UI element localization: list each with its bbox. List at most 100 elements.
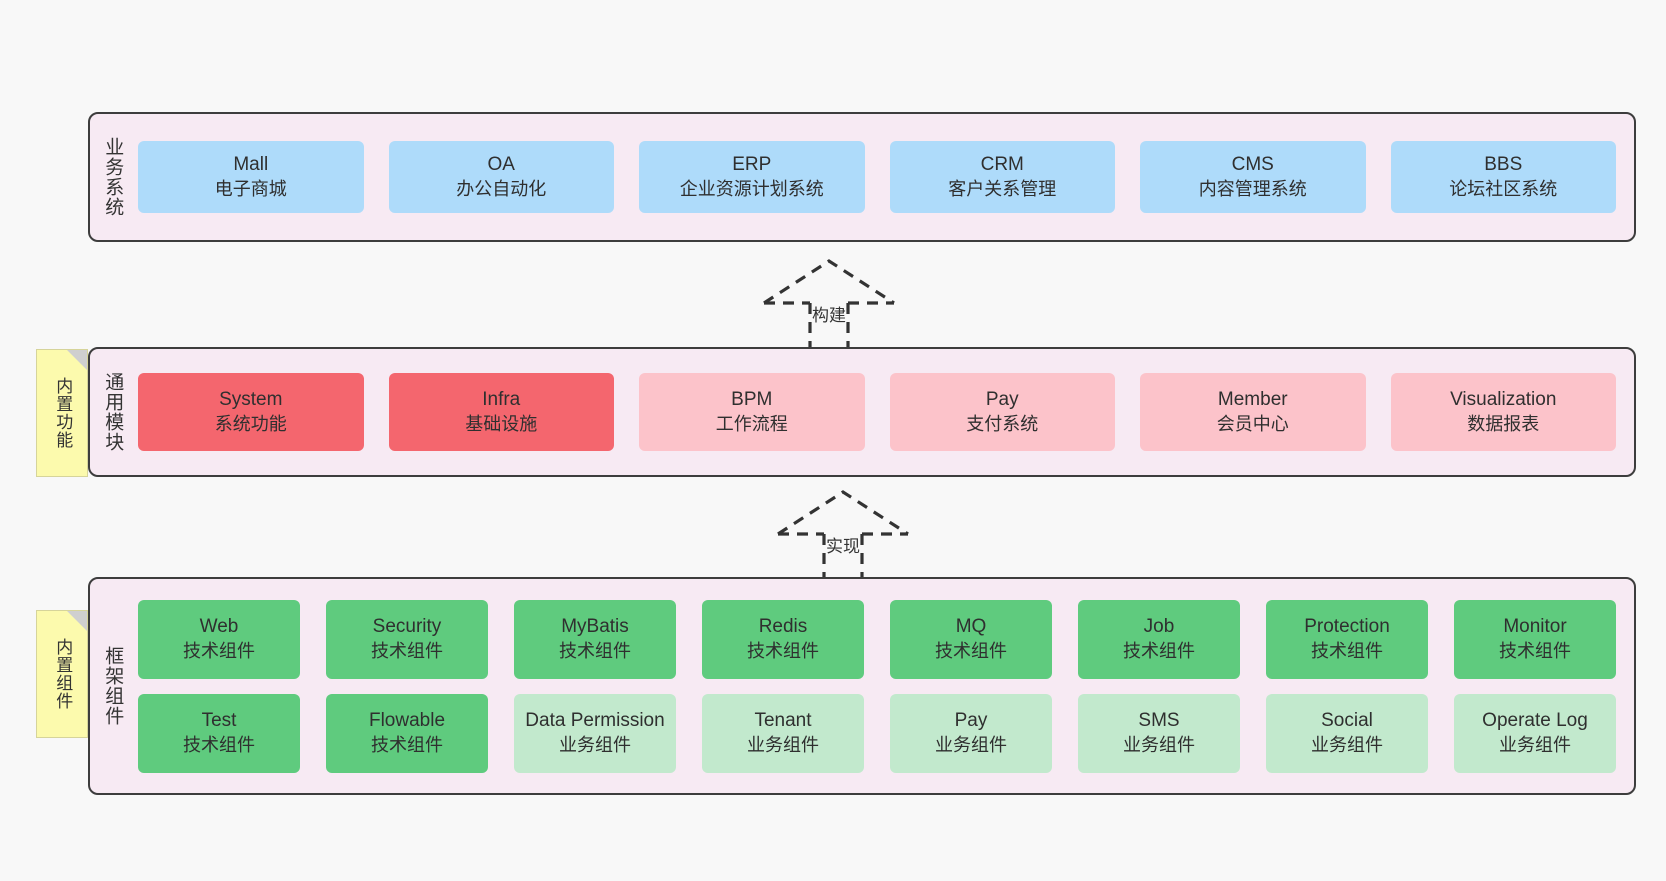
node-subtitle: 数据报表 bbox=[1467, 413, 1540, 434]
node-subtitle: 业务组件 bbox=[1499, 734, 1571, 755]
note-builtin-feature[interactable]: 内置功能 bbox=[36, 349, 88, 477]
node-subtitle: 技术组件 bbox=[747, 640, 819, 661]
node-subtitle: 企业资源计划系统 bbox=[679, 178, 824, 199]
layer-label-business: 业务系统 bbox=[102, 137, 124, 217]
node-subtitle: 技术组件 bbox=[1311, 640, 1383, 661]
node-member[interactable]: Member 会员中心 bbox=[1140, 373, 1366, 451]
cell-row: Mall 电子商城 OA 办公自动化 ERP 企业资源计划系统 CRM 客户关系… bbox=[138, 141, 1616, 213]
cell-row: Test 技术组件 Flowable 技术组件 Data Permission … bbox=[138, 693, 1616, 773]
node-subtitle: 技术组件 bbox=[183, 734, 255, 755]
node-title: Web bbox=[199, 616, 239, 638]
node-subtitle: 工作流程 bbox=[715, 413, 788, 434]
node-title: CRM bbox=[980, 154, 1024, 176]
node-subtitle: 业务组件 bbox=[747, 734, 819, 755]
node-cms[interactable]: CMS 内容管理系统 bbox=[1140, 141, 1366, 213]
relation-implement: 实现 bbox=[768, 488, 918, 588]
relation-label-build: 构建 bbox=[812, 306, 846, 325]
node-title: ERP bbox=[732, 154, 772, 176]
node-test[interactable]: Test 技术组件 bbox=[138, 693, 300, 773]
node-title: BBS bbox=[1484, 154, 1523, 176]
cell-row: System 系统功能 Infra 基础设施 BPM 工作流程 Pay 支付系统… bbox=[138, 373, 1616, 451]
node-web[interactable]: Web 技术组件 bbox=[138, 599, 300, 679]
node-subtitle: 业务组件 bbox=[1311, 734, 1383, 755]
node-protection[interactable]: Protection 技术组件 bbox=[1266, 599, 1428, 679]
node-data-permission[interactable]: Data Permission 业务组件 bbox=[514, 693, 676, 773]
node-title: Monitor bbox=[1503, 616, 1567, 638]
node-title: Security bbox=[372, 616, 442, 638]
node-title: Flowable bbox=[368, 710, 446, 732]
cell-row: Web 技术组件 Security 技术组件 MyBatis 技术组件 Redi… bbox=[138, 599, 1616, 679]
relation-build: 构建 bbox=[754, 257, 904, 357]
node-subtitle: 技术组件 bbox=[371, 640, 443, 661]
node-title: Social bbox=[1321, 710, 1373, 732]
node-mybatis[interactable]: MyBatis 技术组件 bbox=[514, 599, 676, 679]
node-title: Job bbox=[1143, 616, 1175, 638]
layer-cells-common: System 系统功能 Infra 基础设施 BPM 工作流程 Pay 支付系统… bbox=[134, 349, 1634, 475]
node-subtitle: 论坛社区系统 bbox=[1449, 178, 1558, 199]
node-title: Mall bbox=[233, 154, 269, 176]
note-builtin-component[interactable]: 内置组件 bbox=[36, 610, 88, 738]
node-title: SMS bbox=[1138, 710, 1180, 732]
node-subtitle: 系统功能 bbox=[214, 413, 287, 434]
node-title: BPM bbox=[731, 389, 773, 411]
node-social[interactable]: Social 业务组件 bbox=[1266, 693, 1428, 773]
node-flowable[interactable]: Flowable 技术组件 bbox=[326, 693, 488, 773]
node-tenant[interactable]: Tenant 业务组件 bbox=[702, 693, 864, 773]
node-title: Data Permission bbox=[525, 710, 665, 732]
node-subtitle: 技术组件 bbox=[559, 640, 631, 661]
node-crm[interactable]: CRM 客户关系管理 bbox=[889, 141, 1115, 213]
node-title: Protection bbox=[1304, 616, 1390, 638]
node-monitor[interactable]: Monitor 技术组件 bbox=[1454, 599, 1616, 679]
node-mall[interactable]: Mall 电子商城 bbox=[138, 141, 364, 213]
node-title: Visualization bbox=[1450, 389, 1557, 411]
node-subtitle: 业务组件 bbox=[1123, 734, 1195, 755]
node-system[interactable]: System 系统功能 bbox=[138, 373, 364, 451]
node-subtitle: 基础设施 bbox=[465, 413, 538, 434]
node-title: CMS bbox=[1231, 154, 1274, 176]
node-subtitle: 支付系统 bbox=[966, 413, 1039, 434]
node-job[interactable]: Job 技术组件 bbox=[1078, 599, 1240, 679]
layer-framework-components[interactable]: 框架组件 Web 技术组件 Security 技术组件 MyBatis 技术组件… bbox=[88, 577, 1636, 795]
node-title: System bbox=[219, 389, 283, 411]
node-title: Test bbox=[201, 710, 237, 732]
node-subtitle: 技术组件 bbox=[935, 640, 1007, 661]
node-subtitle: 电子商城 bbox=[214, 178, 287, 199]
layer-cells-business: Mall 电子商城 OA 办公自动化 ERP 企业资源计划系统 CRM 客户关系… bbox=[134, 114, 1634, 240]
node-sms[interactable]: SMS 业务组件 bbox=[1078, 693, 1240, 773]
node-title: Tenant bbox=[754, 710, 812, 732]
node-title: Redis bbox=[758, 616, 808, 638]
node-title: MQ bbox=[955, 616, 987, 638]
node-title: OA bbox=[487, 154, 515, 176]
layer-label-common: 通用模块 bbox=[102, 372, 124, 452]
node-subtitle: 业务组件 bbox=[935, 734, 1007, 755]
layer-common-modules[interactable]: 通用模块 System 系统功能 Infra 基础设施 BPM 工作流程 Pay… bbox=[88, 347, 1636, 477]
layer-cells-framework: Web 技术组件 Security 技术组件 MyBatis 技术组件 Redi… bbox=[134, 579, 1634, 793]
node-infra[interactable]: Infra 基础设施 bbox=[388, 373, 614, 451]
node-title: Infra bbox=[482, 389, 521, 411]
node-erp[interactable]: ERP 企业资源计划系统 bbox=[639, 141, 865, 213]
layer-label-framework: 框架组件 bbox=[102, 646, 124, 726]
node-subtitle: 内容管理系统 bbox=[1198, 178, 1307, 199]
node-visualization[interactable]: Visualization 数据报表 bbox=[1390, 373, 1616, 451]
node-pay-component[interactable]: Pay 业务组件 bbox=[890, 693, 1052, 773]
node-title: MyBatis bbox=[561, 616, 629, 638]
node-title: Operate Log bbox=[1482, 710, 1588, 732]
node-subtitle: 技术组件 bbox=[1499, 640, 1571, 661]
node-subtitle: 技术组件 bbox=[371, 734, 443, 755]
node-operate-log[interactable]: Operate Log 业务组件 bbox=[1454, 693, 1616, 773]
node-title: Pay bbox=[954, 710, 988, 732]
node-oa[interactable]: OA 办公自动化 bbox=[388, 141, 614, 213]
node-bpm[interactable]: BPM 工作流程 bbox=[639, 373, 865, 451]
node-bbs[interactable]: BBS 论坛社区系统 bbox=[1390, 141, 1616, 213]
node-title: Pay bbox=[985, 389, 1019, 411]
node-redis[interactable]: Redis 技术组件 bbox=[702, 599, 864, 679]
node-pay[interactable]: Pay 支付系统 bbox=[889, 373, 1115, 451]
node-subtitle: 技术组件 bbox=[1123, 640, 1195, 661]
node-security[interactable]: Security 技术组件 bbox=[326, 599, 488, 679]
node-mq[interactable]: MQ 技术组件 bbox=[890, 599, 1052, 679]
node-subtitle: 会员中心 bbox=[1216, 413, 1289, 434]
layer-business-systems[interactable]: 业务系统 Mall 电子商城 OA 办公自动化 ERP 企业资源计划系统 CRM… bbox=[88, 112, 1636, 242]
node-title: Member bbox=[1217, 389, 1288, 411]
node-subtitle: 技术组件 bbox=[183, 640, 255, 661]
